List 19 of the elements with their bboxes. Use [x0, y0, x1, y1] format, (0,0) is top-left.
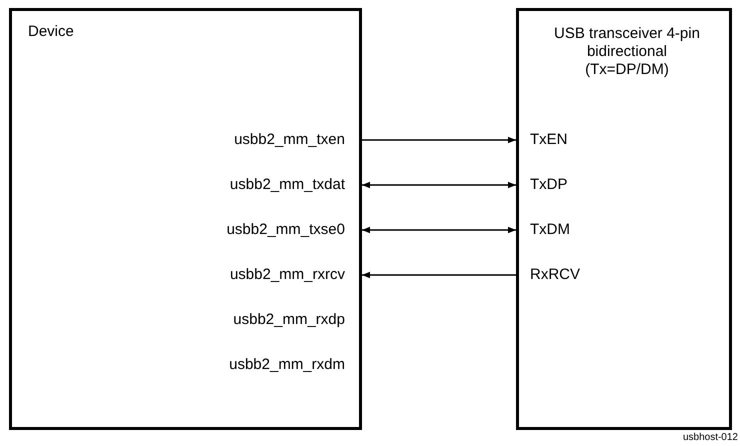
arrow	[362, 136, 516, 144]
pin-label: usbb2_mm_rxdp	[233, 311, 345, 329]
arrow	[362, 272, 516, 278]
pin-label: usbb2_mm_txse0	[226, 221, 345, 239]
pin-label: usbb2_mm_rxdm	[229, 356, 345, 374]
pin-label: usbb2_mm_rxrcv	[230, 266, 345, 284]
pin-label: RxRCV	[530, 266, 580, 284]
arrow	[362, 226, 516, 234]
block-title: Device	[28, 23, 74, 41]
pin-label: TxEN	[530, 131, 568, 149]
block-heading: USB transceiver 4-pin bidirectional (Tx=DP/DM)	[553, 25, 701, 79]
pin-label: usbb2_mm_txdat	[230, 176, 345, 194]
pin-label: TxDM	[530, 221, 570, 239]
arrow	[362, 182, 516, 188]
pin-label: TxDP	[530, 176, 568, 194]
block-box	[516, 8, 732, 430]
block-box	[9, 8, 362, 430]
figure-id: usbhost-012	[682, 432, 738, 444]
pin-label: usbb2_mm_txen	[234, 131, 345, 149]
